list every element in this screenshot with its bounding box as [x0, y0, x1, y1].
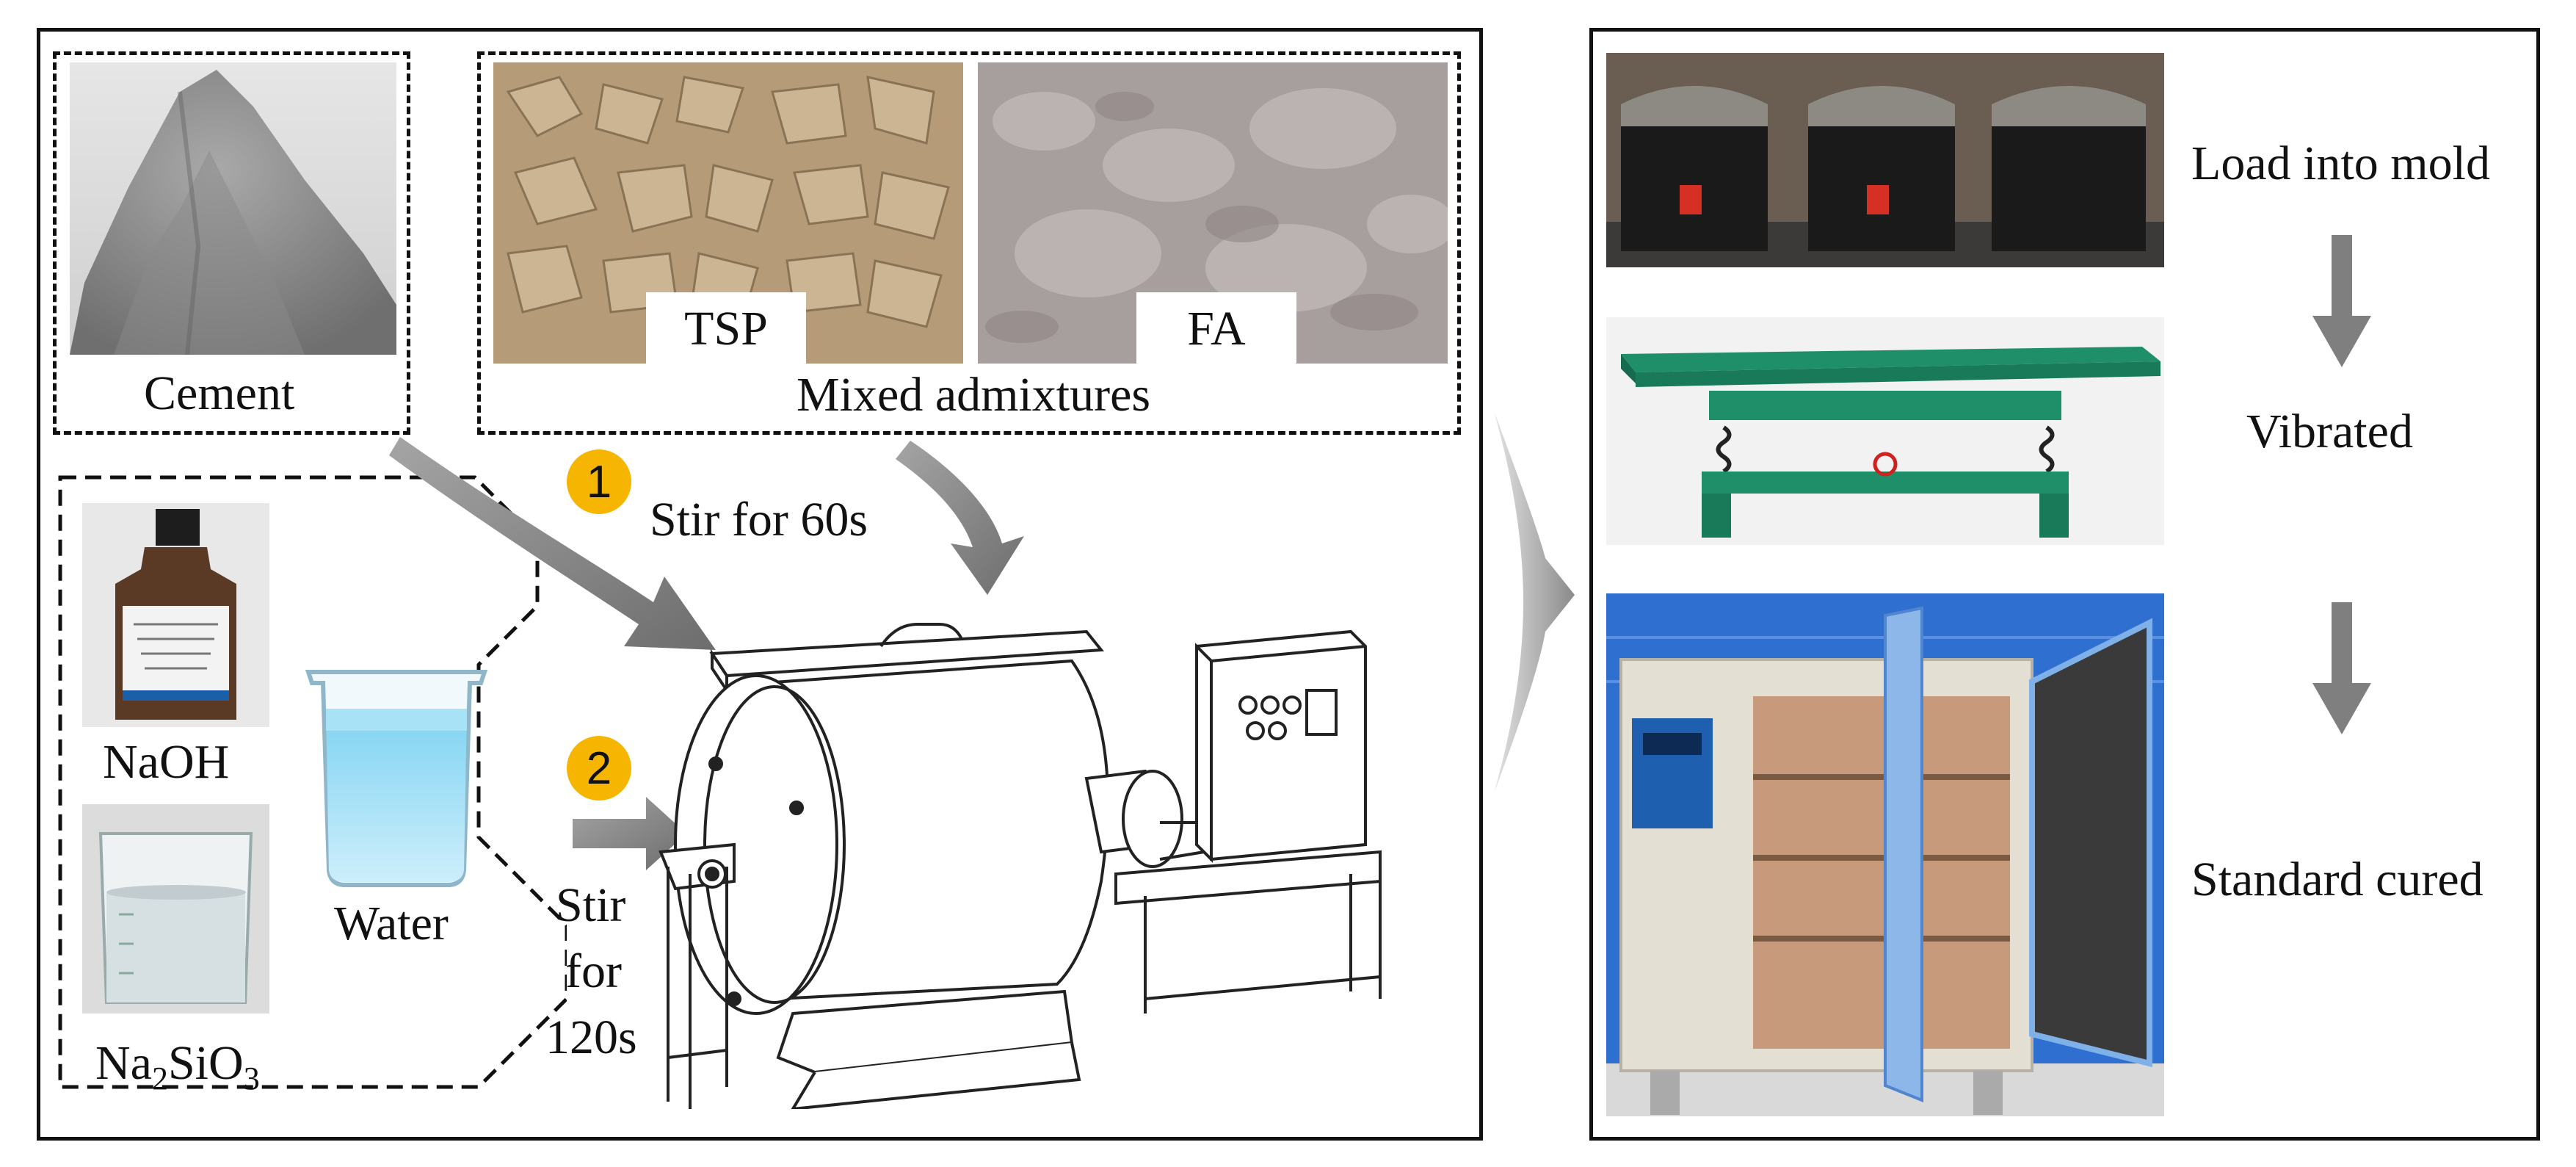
- flow-arrows: [389, 437, 1024, 870]
- molds-photo: [1606, 53, 2164, 267]
- curing-chamber-photo: [1606, 593, 2164, 1116]
- cement-box: [53, 51, 410, 435]
- fa-tag: FA: [1136, 292, 1296, 366]
- water-label: Water: [334, 897, 449, 950]
- down-arrow-1: [2312, 235, 2371, 367]
- step2-label-line1: Stir: [556, 878, 626, 932]
- cured-label: Standard cured: [2191, 853, 2484, 906]
- load-label: Load into mold: [2191, 137, 2490, 190]
- down-arrow-2: [2312, 602, 2371, 734]
- na2sio3-label: Na2SiO3: [95, 1036, 260, 1097]
- step1-badge: 1: [567, 449, 631, 514]
- na2sio3-mid: SiO: [167, 1036, 244, 1090]
- step2-badge: 2: [567, 736, 631, 801]
- process-panel: [1589, 28, 2540, 1141]
- step2-label-line3: 120s: [545, 1011, 637, 1064]
- na2sio3-base: Na: [95, 1036, 152, 1090]
- liquids-outline: [58, 475, 567, 1089]
- tsp-tag: TSP: [646, 292, 806, 366]
- cement-photo: [70, 62, 396, 355]
- na2sio3-sub2: 3: [243, 1061, 260, 1097]
- admixtures-label: Mixed admixtures: [797, 368, 1151, 422]
- water-beaker-icon: [305, 670, 488, 887]
- admixtures-box: [477, 51, 1461, 435]
- mixer-machine-icon: [658, 623, 1382, 1109]
- naoh-label: NaOH: [103, 735, 230, 789]
- step1-label: Stir for 60s: [650, 493, 868, 546]
- na2sio3-photo: [82, 804, 269, 1014]
- vibrating-table-photo: [1606, 317, 2164, 545]
- transition-arrow: [1494, 411, 1575, 793]
- na2sio3-sub1: 2: [151, 1061, 168, 1097]
- naoh-photo: [82, 503, 269, 727]
- vibrated-label: Vibrated: [2246, 405, 2413, 458]
- step2-label-line2: for: [565, 944, 622, 998]
- mixing-panel: [37, 28, 1483, 1141]
- cement-label: Cement: [144, 366, 295, 420]
